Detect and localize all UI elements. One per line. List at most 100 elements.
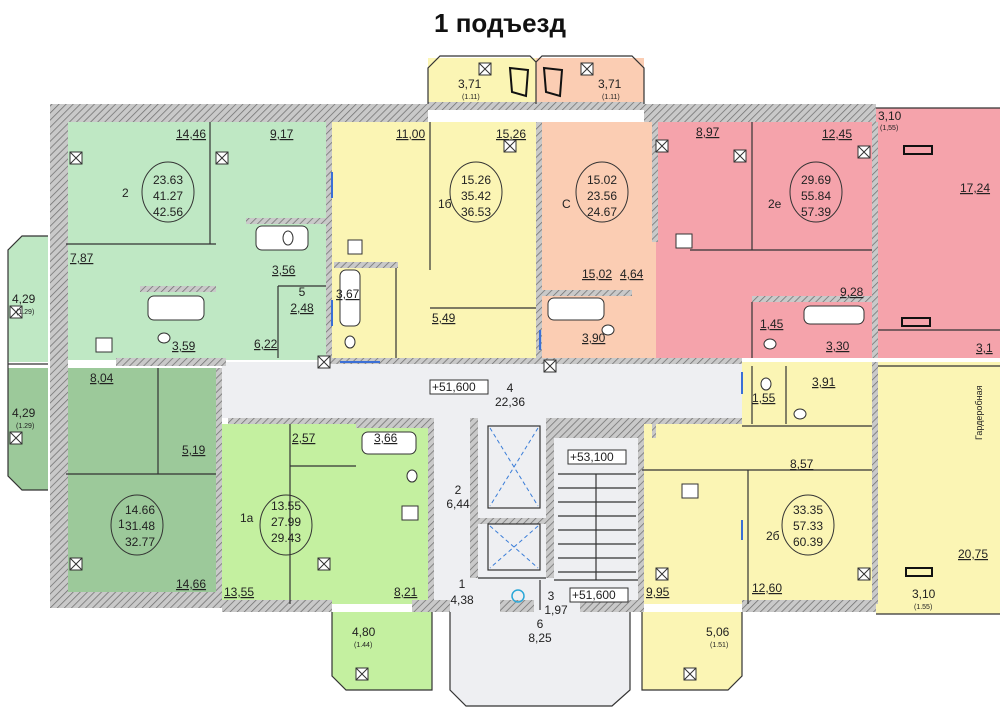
room-area: 14,66	[176, 577, 206, 591]
balcony-area: 4,29	[12, 406, 36, 420]
page-title: 1 подъезд	[434, 8, 566, 38]
room-area: 17,24	[960, 181, 990, 195]
room-area: 6,22	[254, 337, 278, 351]
room-area: 7,87	[70, 251, 94, 265]
balcony-bottom-right-fill	[642, 612, 742, 690]
room-area: 8,04	[90, 371, 114, 385]
room-area: 20,75	[958, 547, 988, 561]
outlines	[7, 55, 1000, 707]
apartment-area: 57.33	[793, 519, 823, 533]
room-area: 3,66	[374, 431, 398, 445]
room-area: 9,17	[270, 127, 294, 141]
apartment-area: 23.63	[153, 173, 183, 187]
balcony-coef: (1.51)	[710, 642, 728, 649]
apartment-area: 15.26	[461, 173, 491, 187]
apartment-area: 23.56	[587, 189, 617, 203]
balcony-coef: (1.55)	[914, 604, 932, 611]
lobby-fill	[450, 612, 630, 706]
balcony-coef: (1.11)	[602, 94, 620, 101]
room-area: 3,67	[336, 287, 360, 301]
balcony-area: 5,06	[706, 625, 730, 639]
apartment-label: С	[562, 197, 571, 211]
apartment-label: 2	[122, 186, 129, 200]
room-area: 12,60	[752, 581, 782, 595]
common-num: 2	[455, 483, 462, 497]
elevator-cross-marks	[489, 427, 539, 569]
apartment-area: 41.27	[153, 189, 183, 203]
room-area: 5,49	[432, 311, 456, 325]
apartment-summaries	[110, 161, 843, 556]
apartment-area: 27.99	[271, 515, 301, 529]
apartment-label: 2е	[768, 197, 782, 211]
apartment-area: 35.42	[461, 189, 491, 203]
room-area: 1,55	[752, 391, 776, 405]
balcony-left-top-fill	[8, 236, 48, 362]
apt-2b-fill	[742, 362, 1000, 604]
vent-boxes	[9, 62, 871, 681]
room-area: 15,26	[496, 127, 526, 141]
balcony-right-bottom-fill	[876, 584, 1000, 614]
room-area: 8,57	[790, 457, 814, 471]
room-area: 2,57	[292, 431, 316, 445]
room-area: 3,1	[976, 341, 993, 355]
apt-1b-fill	[332, 122, 540, 358]
common-area: 2,48	[290, 301, 314, 315]
apartment-area: 13.55	[271, 499, 301, 513]
balcony-coef: (1.29)	[16, 423, 34, 430]
apartment-label: 1	[118, 517, 125, 531]
room-area: 9,28	[840, 285, 864, 299]
common-num: 3	[548, 589, 555, 603]
apartment-label: 1а	[240, 511, 254, 525]
common-area: 1,97	[544, 603, 568, 617]
apartment-area: 57.39	[801, 205, 831, 219]
room-area: 3,91	[812, 375, 836, 389]
balcony-coef: (1.44)	[354, 642, 372, 649]
level-mark: +53,100	[570, 450, 614, 464]
balcony-left-bottom-fill	[8, 368, 48, 490]
apartment-area: 24.67	[587, 205, 617, 219]
room-area: 11,00	[396, 127, 425, 141]
apartment-area: 60.39	[793, 535, 823, 549]
common-num: 4	[507, 381, 514, 395]
balcony-coef: (1.29)	[16, 309, 34, 316]
apartment-area: 31.48	[125, 519, 155, 533]
room-area: 4,64	[620, 267, 644, 281]
apartment-label: 1б	[438, 197, 452, 211]
room-areas: 14,46 9,17 7,87 3,56 3,59 6,22 8,04 5,19…	[70, 125, 993, 599]
room-area: 3,56	[272, 263, 296, 277]
balcony-area: 4,80	[352, 625, 376, 639]
walls	[50, 102, 878, 612]
room-area: 3,30	[826, 339, 850, 353]
room-area: 14,46	[176, 127, 206, 141]
balcony-coef: (1.11)	[462, 94, 480, 101]
common-areas: 5 2,48 4 22,36 2 6,44 1 4,38 3 1,97 6 8,…	[290, 285, 568, 645]
common-num: 1	[459, 577, 466, 591]
apartment-area: 29.69	[801, 173, 831, 187]
common-area: 6,44	[446, 497, 470, 511]
balcony-area: 4,29	[12, 292, 36, 306]
balcony-area: 3,71	[598, 77, 622, 91]
room-area: 13,55	[224, 585, 254, 599]
apartment-area: 55.84	[801, 189, 831, 203]
room-area: 8,21	[394, 585, 418, 599]
apt-1-fill	[66, 368, 222, 604]
balcony-area: 3,71	[458, 77, 482, 91]
balcony-area: 3,10	[878, 109, 902, 123]
room-area: 1,45	[760, 317, 784, 331]
windows	[331, 172, 743, 540]
plumbing-fixtures	[95, 225, 865, 521]
apartment-area: 33.35	[793, 503, 823, 517]
balcony-labels: 3,71 (1.11) 3,71 (1.11) 3,10 (1,55) 4,29…	[12, 77, 936, 649]
room-area: 15,02	[582, 267, 612, 281]
common-num: 6	[537, 617, 544, 631]
apartment-area: 32.77	[125, 535, 155, 549]
balcony-bottom-left-fill	[332, 612, 432, 690]
room-area: 3,59	[172, 339, 196, 353]
apartment-area: 15.02	[587, 173, 617, 187]
lift-hall-circle	[511, 589, 525, 603]
apartment-area: 36.53	[461, 205, 491, 219]
common-area: 8,25	[528, 631, 552, 645]
balcony-door-frames	[508, 66, 933, 577]
balcony-area: 3,10	[912, 587, 936, 601]
